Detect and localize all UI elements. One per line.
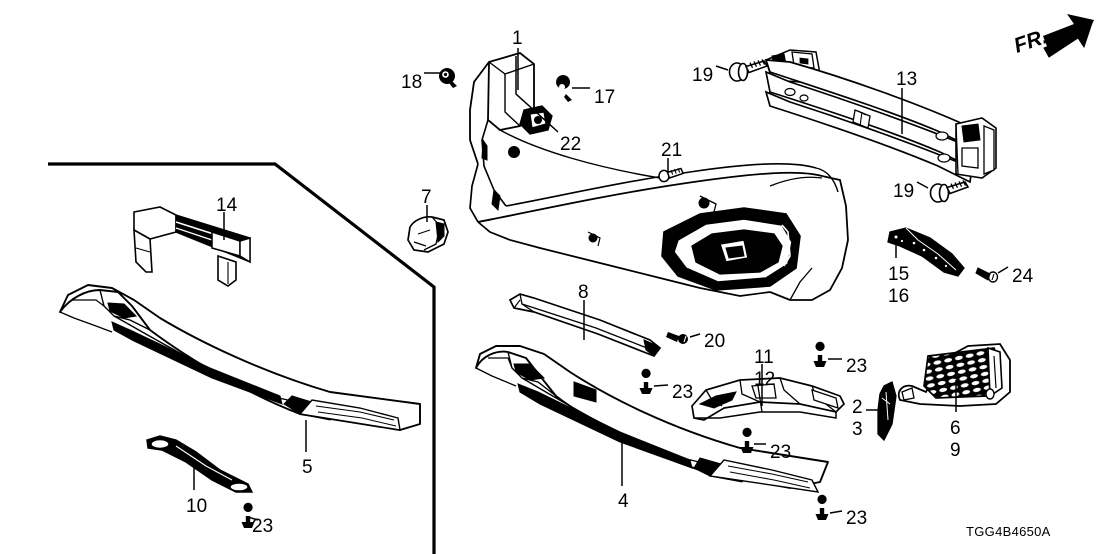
callout-23-b: 23: [672, 382, 694, 403]
callout-13: 13: [896, 69, 918, 90]
callout-24: 24: [1012, 266, 1034, 287]
fastener-21-flange-bolt-small: [658, 167, 684, 183]
callout-21: 21: [661, 140, 683, 161]
fastener-24-tapping-screw: [975, 267, 999, 283]
fastener-20-tapping-screw: [666, 332, 688, 344]
callout-17: 17: [594, 87, 616, 108]
callout-15: 15: [888, 264, 910, 285]
callout-22: 22: [560, 134, 582, 155]
fastener-23e-push-clip: [815, 494, 829, 520]
fastener-19a-flange-bolt: [728, 58, 768, 82]
callout-16: 16: [888, 286, 910, 307]
callout-1: 1: [512, 28, 523, 49]
part-1-front-bumper-face-cover: [469, 52, 849, 301]
orientation-arrow-icon: [1043, 14, 1094, 58]
part-7-corner-bracket-cap: [407, 216, 449, 253]
part-4-front-lower-spoiler: [475, 345, 829, 493]
callout-10: 10: [186, 496, 208, 517]
fastener-23b-push-clip: [639, 368, 653, 394]
callout-18: 18: [401, 72, 423, 93]
callout-6: 6: [950, 418, 961, 439]
diagram-part-code: TGG4B4650A: [966, 524, 1051, 539]
callout-19-upper: 19: [692, 65, 714, 86]
fastener-23a-push-clip: [813, 341, 827, 367]
callout-20: 20: [704, 331, 726, 352]
callout-8: 8: [578, 282, 589, 303]
part-2-3-side-spoiler: [877, 381, 897, 442]
part-11-12-air-duct-bracket: [691, 377, 846, 421]
fastener-18-push-rivet: [438, 67, 458, 89]
detail-inset-border: [48, 162, 436, 554]
callout-23-a: 23: [846, 356, 868, 377]
callout-5: 5: [302, 457, 313, 478]
fastener-17-screw-grommet: [556, 75, 572, 102]
callout-4: 4: [618, 491, 629, 512]
fastener-23c-push-clip: [740, 427, 754, 453]
callout-23-c: 23: [770, 442, 792, 463]
leader-lines: [193, 48, 1009, 521]
callout-23-e: 23: [846, 508, 868, 529]
part-14-upper-beam-bracket: [133, 206, 251, 287]
part-13-bumper-beam-reinforcement: [764, 49, 997, 184]
callout-3: 3: [852, 419, 863, 440]
callout-9: 9: [950, 440, 961, 461]
fastener-19b-flange-bolt: [929, 179, 969, 203]
part-8-lower-molding-strip: [508, 293, 662, 358]
callout-11: 11: [754, 347, 774, 368]
callout-2: 2: [852, 397, 863, 418]
callout-23-d: 23: [252, 516, 274, 537]
callout-14: 14: [216, 195, 238, 216]
part-5-front-lower-spoiler: [59, 284, 421, 431]
part-10-lower-side-bracket: [146, 435, 254, 493]
callout-7: 7: [421, 187, 432, 208]
callout-19-lower: 19: [893, 181, 915, 202]
callout-12: 12: [754, 369, 776, 390]
part-6-9-fog-light-garnish: [897, 343, 1011, 407]
